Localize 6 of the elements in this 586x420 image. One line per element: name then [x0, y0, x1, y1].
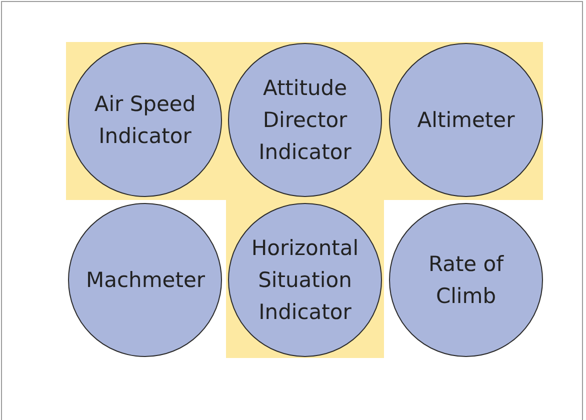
instrument-label: Attitude Director Indicator — [258, 75, 352, 166]
instrument-label: Rate of Climb — [427, 251, 505, 310]
instrument-label: Machmeter — [86, 267, 204, 294]
instrument-label: Altimeter — [416, 107, 516, 134]
instrument-label: Horizontal Situation Indicator — [250, 235, 360, 326]
instrument-label: Air Speed Indicator — [93, 91, 197, 150]
